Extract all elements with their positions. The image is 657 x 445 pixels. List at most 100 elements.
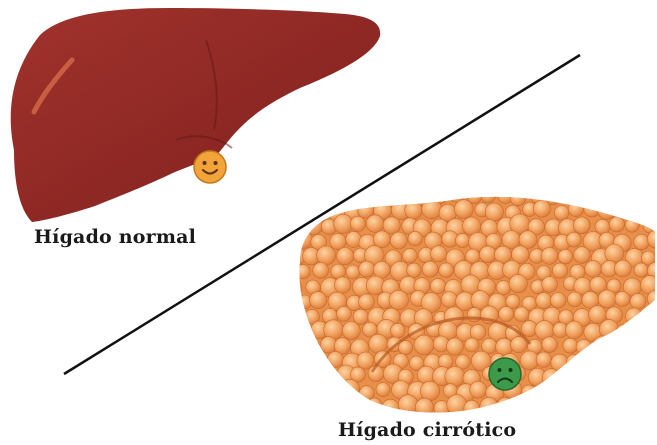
liver-nodule [289, 396, 305, 412]
cirrhotic-liver-label: Hígado cirrótico [338, 419, 516, 441]
liver-nodule [552, 385, 568, 401]
liver-nodule [376, 383, 390, 397]
liver-nodule [317, 189, 335, 207]
liver-nodule [317, 246, 336, 265]
liver-nodule [609, 217, 624, 232]
liver-nodule [292, 382, 311, 401]
liver-nodule [465, 338, 479, 352]
liver-nodule [373, 231, 390, 248]
liver-nodule [510, 190, 525, 205]
liver-nodule [359, 294, 375, 310]
liver-nodule [403, 248, 418, 263]
liver-nodule [389, 290, 409, 310]
liver-nodule [561, 187, 576, 202]
liver-nodule [441, 292, 457, 308]
liver-nodule [430, 187, 447, 204]
liver-nodule [550, 293, 566, 309]
cirrhotic-liver-illustration [284, 185, 657, 417]
liver-nodule [496, 280, 511, 295]
liver-nodule [646, 203, 657, 219]
liver-nodule [623, 334, 642, 353]
liver-nodule [567, 232, 582, 247]
liver-nodule [480, 397, 498, 415]
liver-nodule [367, 398, 381, 412]
liver-nodule [646, 323, 657, 340]
liver-nodule [295, 205, 310, 220]
liver-nodule [594, 370, 609, 385]
liver-nodule [616, 324, 633, 341]
liver-nodule [574, 247, 591, 264]
liver-nodule [589, 306, 607, 324]
liver-nodule [533, 200, 550, 217]
liver-nodule [430, 278, 445, 293]
liver-nodule [584, 201, 600, 217]
liver-nodule [514, 307, 529, 322]
liver-nodule [367, 189, 382, 204]
liver-nodule [310, 292, 327, 309]
liver-nodule [318, 398, 333, 413]
liver-nodule [499, 306, 514, 321]
liver-nodule [322, 369, 337, 384]
liver-nodule [542, 277, 558, 293]
normal-liver-label: Hígado normal [34, 226, 196, 248]
liver-nodule [289, 189, 304, 204]
liver-nodule [639, 337, 657, 356]
liver-nodule [630, 293, 646, 309]
liver-nodule [336, 401, 352, 417]
liver-nodule [640, 396, 657, 413]
liver-nodule [439, 263, 454, 278]
liver-nodule [649, 356, 657, 370]
liver-nodule [606, 368, 623, 385]
normal-liver-illustration [11, 8, 380, 222]
liver-nodule [615, 291, 630, 306]
liver-nodule [640, 188, 656, 204]
liver-nodule [560, 398, 577, 415]
liver-nodule [538, 385, 553, 400]
liver-nodule [595, 400, 609, 414]
happy-face-icon [194, 151, 226, 183]
liver-nodule [634, 355, 649, 370]
liver-nodule [330, 233, 346, 249]
liver-nodule [353, 309, 368, 324]
liver-nodule [573, 217, 590, 234]
liver-nodule [558, 249, 573, 264]
liver-nodule [565, 321, 583, 339]
liver-nodule [296, 353, 311, 368]
liver-nodule [536, 352, 551, 367]
liver-nodule [310, 355, 325, 370]
sad-face-icon [489, 358, 521, 390]
liver-nodule [315, 385, 329, 399]
liver-nodule [552, 263, 567, 278]
liver-nodule [542, 369, 560, 387]
liver-nodule [522, 385, 537, 400]
liver-nodule [303, 339, 320, 356]
liver-nodule [496, 338, 513, 355]
liver-nodule [382, 399, 399, 416]
liver-nodule [290, 310, 306, 326]
liver-nodule [584, 323, 602, 341]
liver-nodule [579, 371, 594, 386]
liver-nodule [414, 335, 434, 355]
liver-nodule [580, 350, 599, 369]
liver-nodule [558, 368, 576, 386]
liver-nodule [568, 380, 588, 400]
liver-nodule [422, 261, 438, 277]
liver-nodule [598, 290, 616, 308]
liver-nodule [615, 260, 632, 277]
liver-nodule [313, 263, 329, 279]
liver-nodule [632, 381, 647, 396]
liver-nodule [509, 274, 527, 292]
liver-nodule [341, 379, 360, 398]
liver-nodule [585, 382, 602, 399]
liver-nodule [422, 199, 442, 219]
liver-nodule [593, 336, 613, 356]
liver-nodule [431, 246, 447, 262]
liver-nodule [391, 323, 406, 338]
liver-nodule [577, 187, 591, 201]
liver-nodule [287, 369, 305, 387]
liver-nodule [541, 248, 558, 265]
liver-nodule [615, 202, 629, 216]
liver-nodule [617, 353, 636, 372]
liver-nodule [412, 186, 432, 206]
liver-nodule [632, 201, 648, 217]
